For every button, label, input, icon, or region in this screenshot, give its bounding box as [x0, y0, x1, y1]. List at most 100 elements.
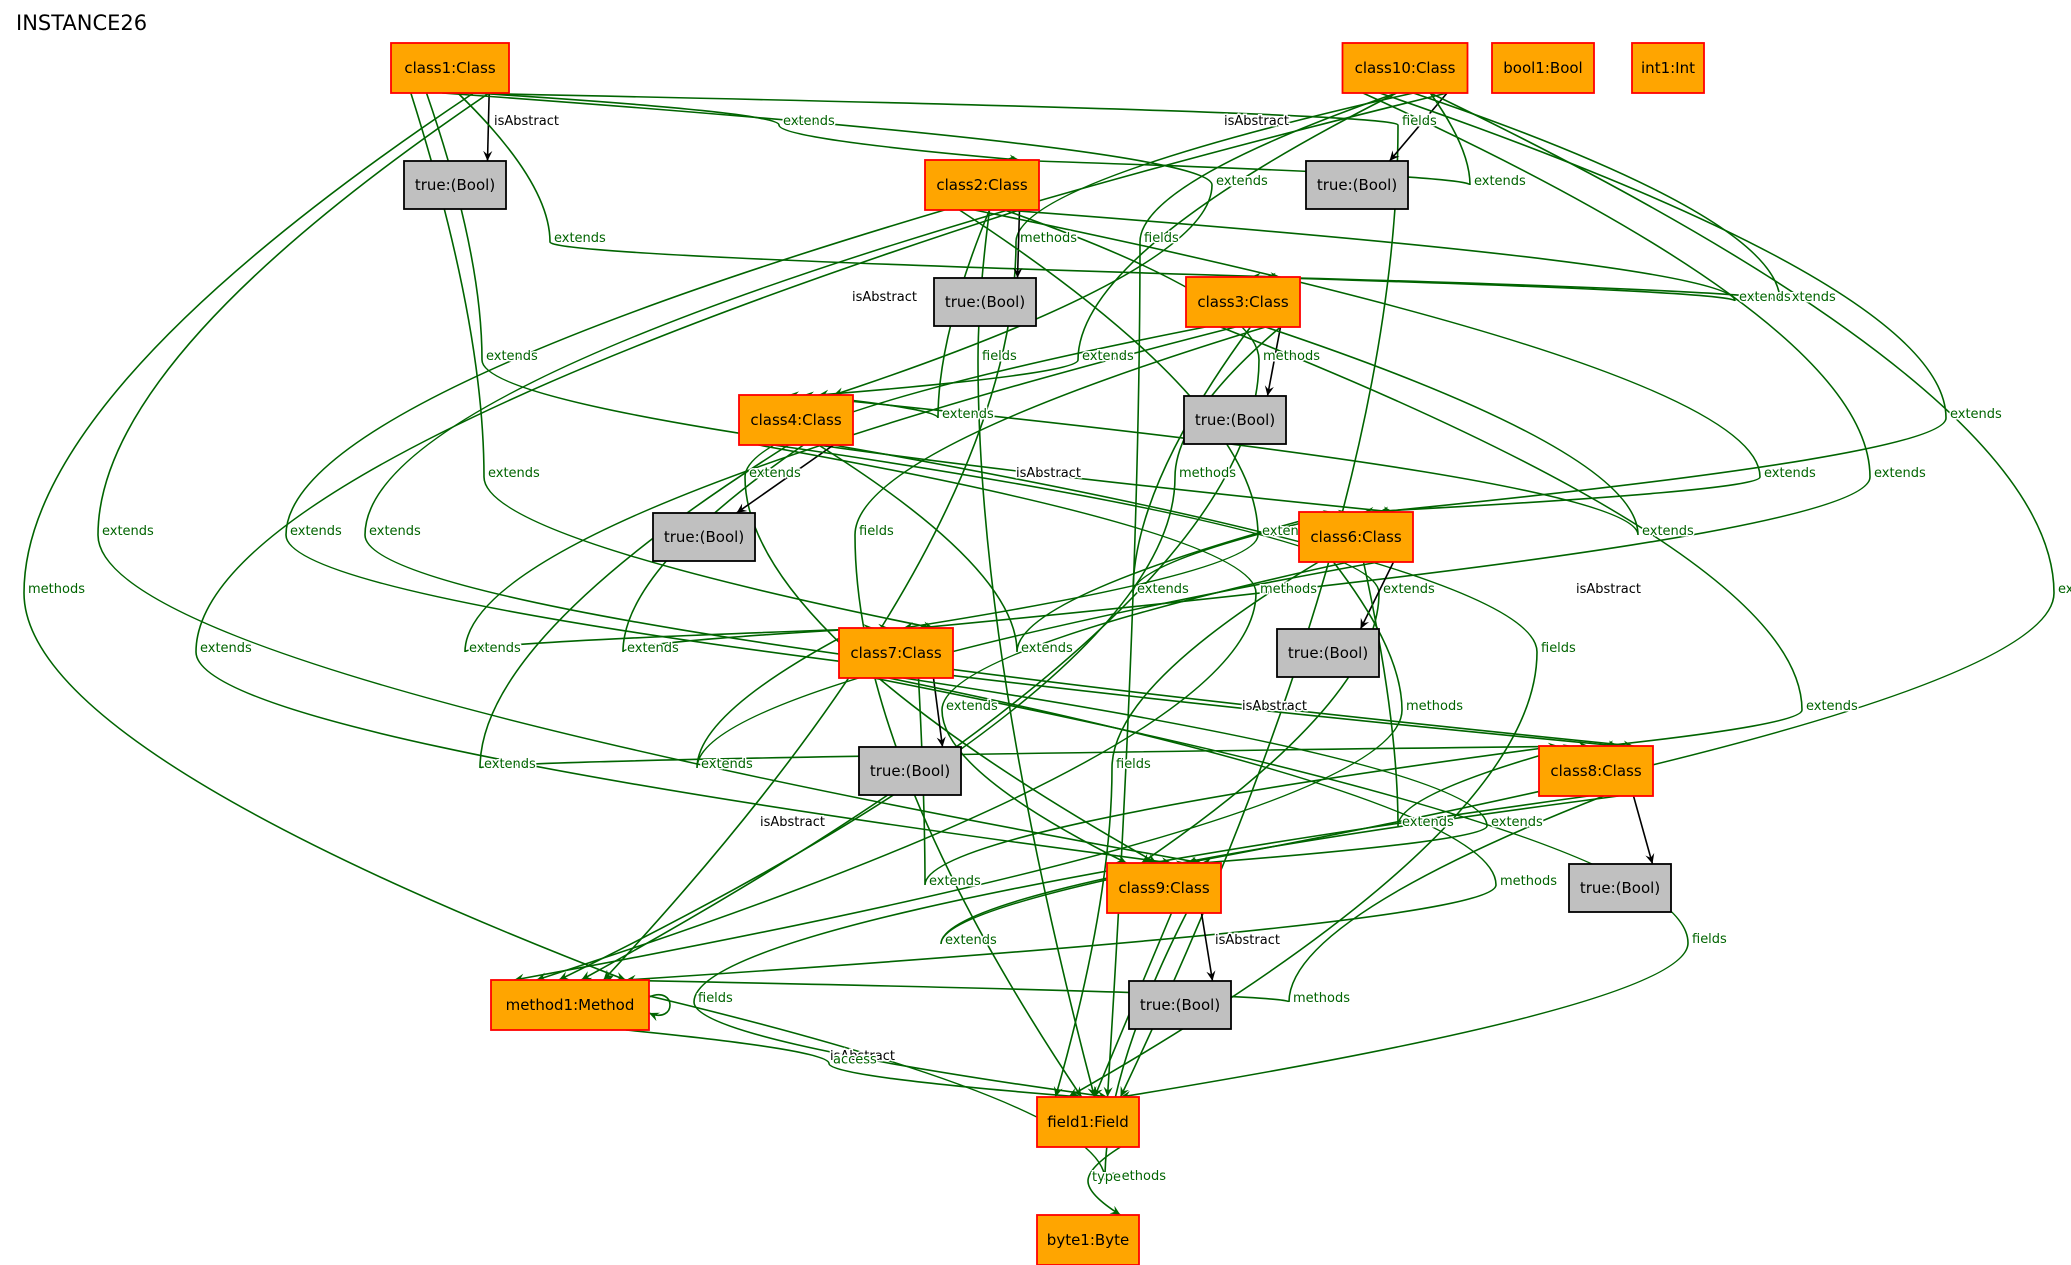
node-class4[interactable]: class4:Class [738, 394, 854, 446]
node-box-t8 [1568, 863, 1672, 913]
node-label-class2: class2:Class [936, 176, 1027, 194]
edge-label-extends: extends [945, 933, 997, 948]
node-field1[interactable]: field1:Field [1036, 1096, 1140, 1148]
edge-label-isAbstract: isAbstract [494, 114, 559, 129]
edge-label-extends: extends [200, 641, 252, 656]
edge-class10-extends-class6 [1378, 92, 1947, 516]
node-label-class6: class6:Class [1310, 528, 1401, 546]
edge-label-fields: fields [859, 524, 894, 539]
edge-label-extends: extends [484, 757, 536, 772]
node-t8[interactable]: true:(Bool) [1568, 863, 1672, 913]
edge-label-fields: fields [1692, 932, 1727, 947]
edge-label-extends: extends [1739, 290, 1791, 305]
edge-field1-type-byte1 [1087, 1146, 1121, 1216]
node-class2[interactable]: class2:Class [924, 159, 1040, 211]
edge-label-extends: extends [783, 114, 835, 129]
edge-class9-methods-method1 [580, 912, 1188, 1181]
edge-label-extends: extends [1874, 466, 1926, 481]
node-class10[interactable]: class10:Class [1341, 42, 1469, 94]
edge-label-extends: extends [469, 641, 521, 656]
node-label-t9: true:(Bool) [1140, 996, 1220, 1014]
node-box-class3 [1185, 276, 1301, 328]
node-box-bool1 [1491, 42, 1595, 94]
node-label-int1: int1:Int [1641, 59, 1695, 77]
edge-class1-isAbstract-t1 [483, 92, 493, 162]
node-box-t7 [858, 746, 962, 796]
edge-label-methods: methods [1293, 991, 1350, 1006]
node-label-t10: true:(Bool) [1317, 176, 1397, 194]
node-class7[interactable]: class7:Class [838, 627, 954, 679]
edge-label-methods: methods [1406, 699, 1463, 714]
edge-class10-extends-class4 [818, 92, 1397, 399]
edge-class9-isAbstract-t9 [1200, 912, 1216, 982]
edge-label-extends: extends [929, 874, 981, 889]
edge-label-extends: extends [1216, 174, 1268, 189]
edge-label-isAbstract: isAbstract [1215, 933, 1280, 948]
edge-label-extends: extends [1784, 290, 1836, 305]
node-class9[interactable]: class9:Class [1106, 862, 1222, 914]
edge-label-isAbstract: isAbstract [760, 815, 825, 830]
node-box-class10 [1341, 42, 1469, 94]
node-t10[interactable]: true:(Bool) [1305, 160, 1409, 210]
node-t6[interactable]: true:(Bool) [1276, 628, 1380, 678]
edge-label-fields: fields [698, 991, 733, 1006]
edge-class7-fields-field1 [873, 677, 1689, 1100]
edge-label-isAbstract: isAbstract [1576, 582, 1641, 597]
node-label-t7: true:(Bool) [870, 762, 950, 780]
edge-class4-extends-class9 [773, 444, 1380, 864]
node-t7[interactable]: true:(Bool) [858, 746, 962, 796]
edge-label-extends: extends [701, 757, 753, 772]
node-t3[interactable]: true:(Bool) [1183, 395, 1287, 445]
node-byte1[interactable]: byte1:Byte [1036, 1214, 1140, 1265]
node-box-class6 [1298, 511, 1414, 563]
edge-class7-methods-method1 [625, 677, 1497, 984]
node-label-class8: class8:Class [1550, 762, 1641, 780]
edge-label-extends: extends [488, 466, 540, 481]
node-class3[interactable]: class3:Class [1185, 276, 1301, 328]
edge-label-extends: extends [1764, 466, 1816, 481]
node-box-t2 [933, 277, 1037, 327]
node-label-class4: class4:Class [750, 411, 841, 429]
edge-class10-extends-class3 [1265, 92, 1781, 302]
node-t1[interactable]: true:(Bool) [403, 160, 507, 210]
edge-class1-extends-class2 [473, 92, 1020, 164]
node-box-class8 [1538, 745, 1654, 797]
edge-class4-methods-method1 [536, 444, 1257, 982]
node-t4[interactable]: true:(Bool) [652, 512, 756, 562]
node-class6[interactable]: class6:Class [1298, 511, 1414, 563]
node-bool1[interactable]: bool1:Bool [1491, 42, 1595, 94]
edge-class10-fields-field1 [1103, 92, 1397, 1098]
edge-class6-isAbstract-t6 [1359, 561, 1395, 630]
node-method1[interactable]: method1:Method [490, 979, 650, 1031]
edge-label-extends: extends [2058, 582, 2071, 597]
edge-label-extends: extends [1950, 407, 2002, 422]
node-t2[interactable]: true:(Bool) [933, 277, 1037, 327]
node-box-int1 [1631, 42, 1705, 94]
edge-class3-fields-field1 [854, 326, 1266, 1098]
node-int1[interactable]: int1:Int [1631, 42, 1705, 94]
edge-class1-fields-field1 [457, 92, 1399, 1098]
node-t9[interactable]: true:(Bool) [1128, 980, 1232, 1030]
edge-label-extends: extends [486, 349, 538, 364]
node-class1[interactable]: class1:Class [390, 42, 510, 94]
node-label-class9: class9:Class [1118, 879, 1209, 897]
edge-label-extends: extends [554, 231, 606, 246]
edge-label-extends: extends [1402, 815, 1454, 830]
edge-method1-access-field1 [625, 1029, 1082, 1101]
edge-class1-extends-class9 [97, 92, 1202, 866]
edge-label-extends: extends [1021, 641, 1073, 656]
edge-class6-extends-class9 [941, 561, 1349, 864]
edge-label-extends: extends [1491, 815, 1543, 830]
edge-label-fields: fields [1402, 114, 1437, 129]
node-box-class2 [924, 159, 1040, 211]
edge-class10-extends-class7 [918, 92, 1871, 632]
edge-class3-extends-class7 [464, 326, 1236, 653]
node-label-t8: true:(Bool) [1580, 879, 1660, 897]
node-label-field1: field1:Field [1047, 1113, 1129, 1131]
edge-label-extends: extends [942, 407, 994, 422]
edge-class3-extends-class9 [744, 326, 1206, 864]
node-class8[interactable]: class8:Class [1538, 745, 1654, 797]
edge-label-methods: methods [1109, 1169, 1166, 1184]
node-label-byte1: byte1:Byte [1047, 1231, 1129, 1249]
